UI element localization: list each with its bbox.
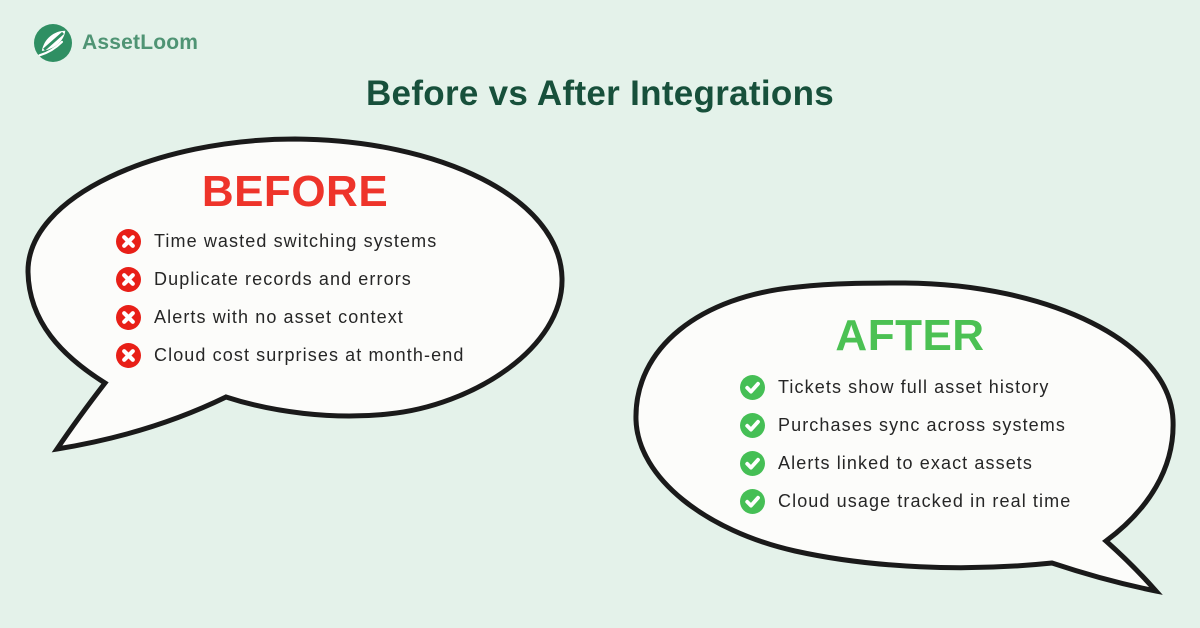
- before-speech-bubble: [25, 136, 565, 453]
- x-circle-icon: [116, 343, 141, 368]
- after-item-list: Tickets show full asset history Purchase…: [740, 375, 1071, 514]
- before-item-list: Time wasted switching systems Duplicate …: [116, 229, 464, 368]
- list-item: Time wasted switching systems: [116, 229, 464, 254]
- x-circle-icon: [116, 229, 141, 254]
- after-item-text: Cloud usage tracked in real time: [778, 491, 1072, 511]
- before-item-text: Time wasted switching systems: [154, 231, 438, 251]
- check-circle-icon: [740, 375, 765, 400]
- after-heading: AFTER: [835, 311, 985, 360]
- list-item: Alerts linked to exact assets: [740, 451, 1071, 476]
- before-item-text: Alerts with no asset context: [154, 307, 404, 327]
- leaf-icon: [34, 24, 72, 62]
- after-item-text: Purchases sync across systems: [778, 415, 1066, 435]
- check-circle-icon: [740, 489, 765, 514]
- x-circle-icon: [116, 267, 141, 292]
- list-item: Alerts with no asset context: [116, 305, 464, 330]
- after-item-text: Alerts linked to exact assets: [778, 453, 1034, 473]
- logo-text: AssetLoom: [82, 31, 199, 54]
- check-circle-icon: [740, 451, 765, 476]
- check-circle-icon: [740, 413, 765, 438]
- assetloom-logo: AssetLoom: [34, 24, 198, 62]
- before-item-text: Cloud cost surprises at month-end: [154, 345, 465, 365]
- list-item: Cloud cost surprises at month-end: [116, 343, 464, 368]
- x-circle-icon: [116, 305, 141, 330]
- before-item-text: Duplicate records and errors: [154, 269, 412, 289]
- list-item: Tickets show full asset history: [740, 375, 1071, 400]
- after-speech-bubble: [633, 280, 1176, 595]
- page-title: Before vs After Integrations: [365, 74, 835, 113]
- list-item: Duplicate records and errors: [116, 267, 464, 292]
- list-item: Cloud usage tracked in real time: [740, 489, 1071, 514]
- after-item-text: Tickets show full asset history: [778, 377, 1050, 397]
- list-item: Purchases sync across systems: [740, 413, 1071, 438]
- before-heading: BEFORE: [201, 167, 389, 216]
